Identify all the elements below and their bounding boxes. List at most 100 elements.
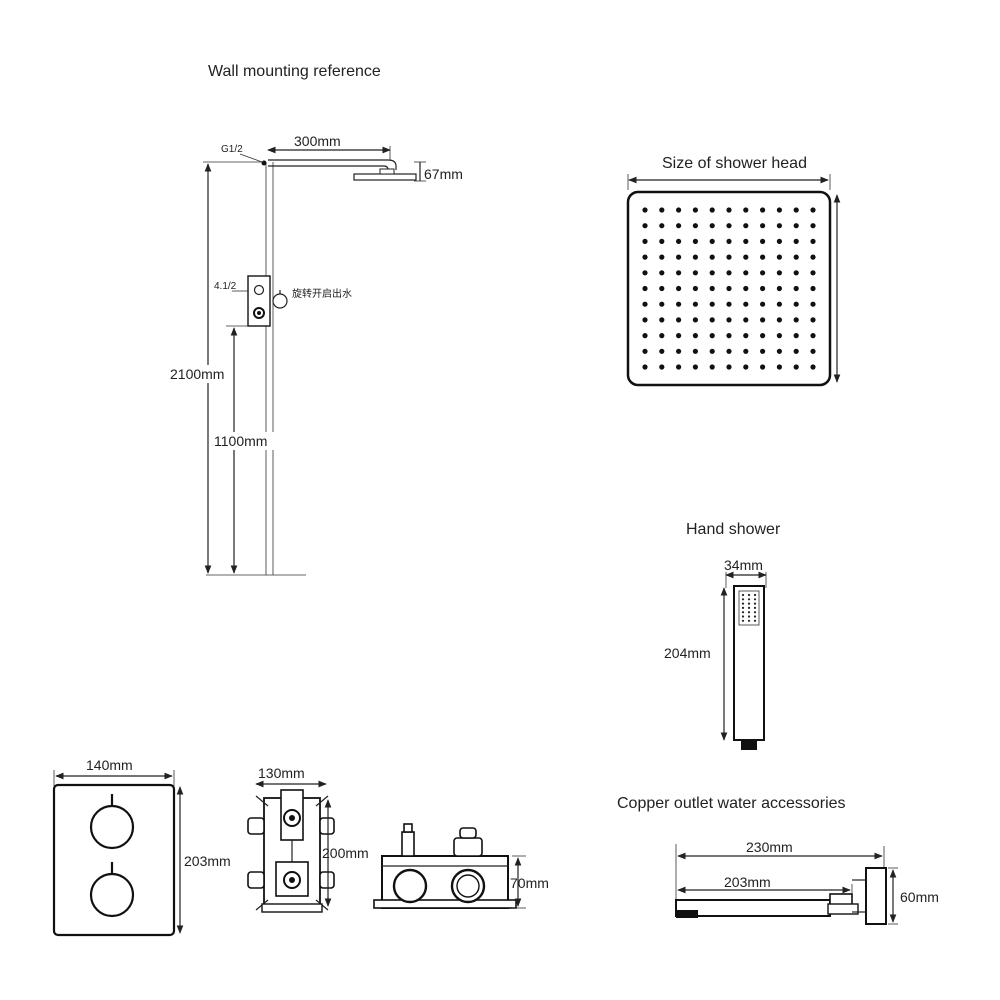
nozzle-dot <box>793 285 799 292</box>
nozzle-dot <box>793 207 799 213</box>
spout-height-label: 60mm <box>900 889 939 905</box>
nozzle-dot <box>709 223 715 229</box>
wall-column <box>206 162 306 576</box>
nozzle-dot <box>726 333 732 339</box>
nozzle-dot <box>776 333 783 339</box>
nozzle-dot <box>692 285 699 292</box>
nozzle-dot <box>810 317 816 323</box>
nozzle-dot <box>810 285 816 292</box>
nozzle-dot <box>676 285 682 292</box>
hand-shower-icon <box>733 585 765 750</box>
nozzle-dot <box>709 207 715 213</box>
nozzle-dot <box>760 207 766 213</box>
nozzle-dot <box>642 223 648 229</box>
valve-body-section: 130mm 200mm <box>247 765 369 913</box>
nozzle-dot <box>760 254 766 260</box>
wall-mounting-section: Wall mounting reference G1/2 300mm 67mm <box>168 63 463 576</box>
nozzle-dot <box>776 285 783 292</box>
nozzle-dot <box>776 238 783 244</box>
nozzle-dot <box>659 317 665 323</box>
hand-shower-nozzle-dot <box>741 615 745 618</box>
trim-panel-section: 140mm 203mm <box>52 757 231 937</box>
nozzle-dot <box>760 348 766 354</box>
nozzle-dot <box>743 333 749 339</box>
nozzle-dot <box>743 364 749 370</box>
hand-shower-nozzle-dot <box>753 611 757 614</box>
spout-inner-length-label: 203mm <box>724 874 771 890</box>
nozzle-dot <box>642 270 648 276</box>
hand-shower-nozzle-dot <box>747 611 751 614</box>
total-height-label: 2100mm <box>170 366 224 382</box>
nozzle-dot <box>642 301 648 307</box>
nozzle-dot <box>642 333 648 339</box>
nozzle-dot <box>709 317 715 323</box>
nozzle-dot <box>743 285 749 292</box>
nozzle-dot <box>676 207 682 213</box>
mixer-valve-icon <box>247 275 271 327</box>
wall-mounting-title: Wall mounting reference <box>208 63 381 80</box>
nozzle-dot <box>776 223 783 229</box>
nozzle-dot <box>760 364 766 370</box>
nozzle-dot <box>642 317 648 323</box>
valve-width-label: 130mm <box>258 765 305 781</box>
valve-height-label: 1100mm <box>214 433 267 449</box>
nozzle-dot <box>726 364 732 370</box>
head-height-label: 67mm <box>424 166 463 182</box>
nozzle-dot <box>743 301 749 307</box>
nozzle-dot <box>743 238 749 244</box>
nozzle-dot <box>692 223 699 229</box>
nozzle-dot <box>726 301 732 307</box>
nozzle-dot <box>793 270 799 276</box>
nozzle-dot <box>659 207 665 213</box>
nozzle-dot <box>726 223 732 229</box>
shower-head-title: Size of shower head <box>662 155 807 172</box>
nozzle-dot <box>659 301 665 307</box>
nozzle-dot <box>793 364 799 370</box>
nozzle-dot <box>810 270 816 276</box>
hand-shower-title: Hand shower <box>686 521 781 538</box>
nozzle-dot <box>743 207 749 213</box>
valve-box-side-icon <box>373 823 517 909</box>
nozzle-dot <box>676 317 682 323</box>
hand-shower-nozzle-dot <box>747 598 751 601</box>
shower-head-nozzles <box>642 207 816 370</box>
nozzle-dot <box>726 348 732 354</box>
nozzle-dot <box>726 317 732 323</box>
nozzle-dot <box>692 270 699 276</box>
nozzle-dot <box>726 285 732 292</box>
nozzle-dot <box>642 207 648 213</box>
nozzle-dot <box>659 333 665 339</box>
hand-shower-nozzle-dot <box>753 598 757 601</box>
nozzle-dot <box>810 207 816 213</box>
nozzle-dot <box>760 238 766 244</box>
nozzle-dot <box>776 254 783 260</box>
hand-shower-nozzle-dot <box>747 606 751 610</box>
arm-length-label: 300mm <box>294 133 341 149</box>
nozzle-dot <box>810 254 816 260</box>
nozzle-dot <box>676 348 682 354</box>
hand-shower-nozzle-dot <box>747 615 751 618</box>
nozzle-dot <box>692 207 699 213</box>
hand-shower-nozzle-dot <box>753 615 757 618</box>
nozzle-dot <box>793 238 799 244</box>
shower-head-section: Size of shower head <box>626 155 841 387</box>
nozzle-dot <box>659 254 665 260</box>
hand-shower-nozzle-dot <box>747 593 751 597</box>
spout-icon <box>675 867 887 925</box>
valve-box-side-section: 70mm <box>373 823 549 909</box>
nozzle-dot <box>659 364 665 370</box>
nozzle-dot <box>659 223 665 229</box>
inlet-top-leader <box>239 153 263 163</box>
nozzle-dot <box>810 348 816 354</box>
trim-panel-plate <box>52 783 176 937</box>
nozzle-dot <box>726 238 732 244</box>
nozzle-dot <box>692 238 699 244</box>
nozzle-dot <box>709 301 715 307</box>
nozzle-dot <box>726 207 732 213</box>
nozzle-dot <box>642 348 648 354</box>
nozzle-dot <box>810 364 816 370</box>
nozzle-dot <box>676 301 682 307</box>
nozzle-dot <box>793 348 799 354</box>
hand-shower-nozzle-dot <box>747 602 751 605</box>
